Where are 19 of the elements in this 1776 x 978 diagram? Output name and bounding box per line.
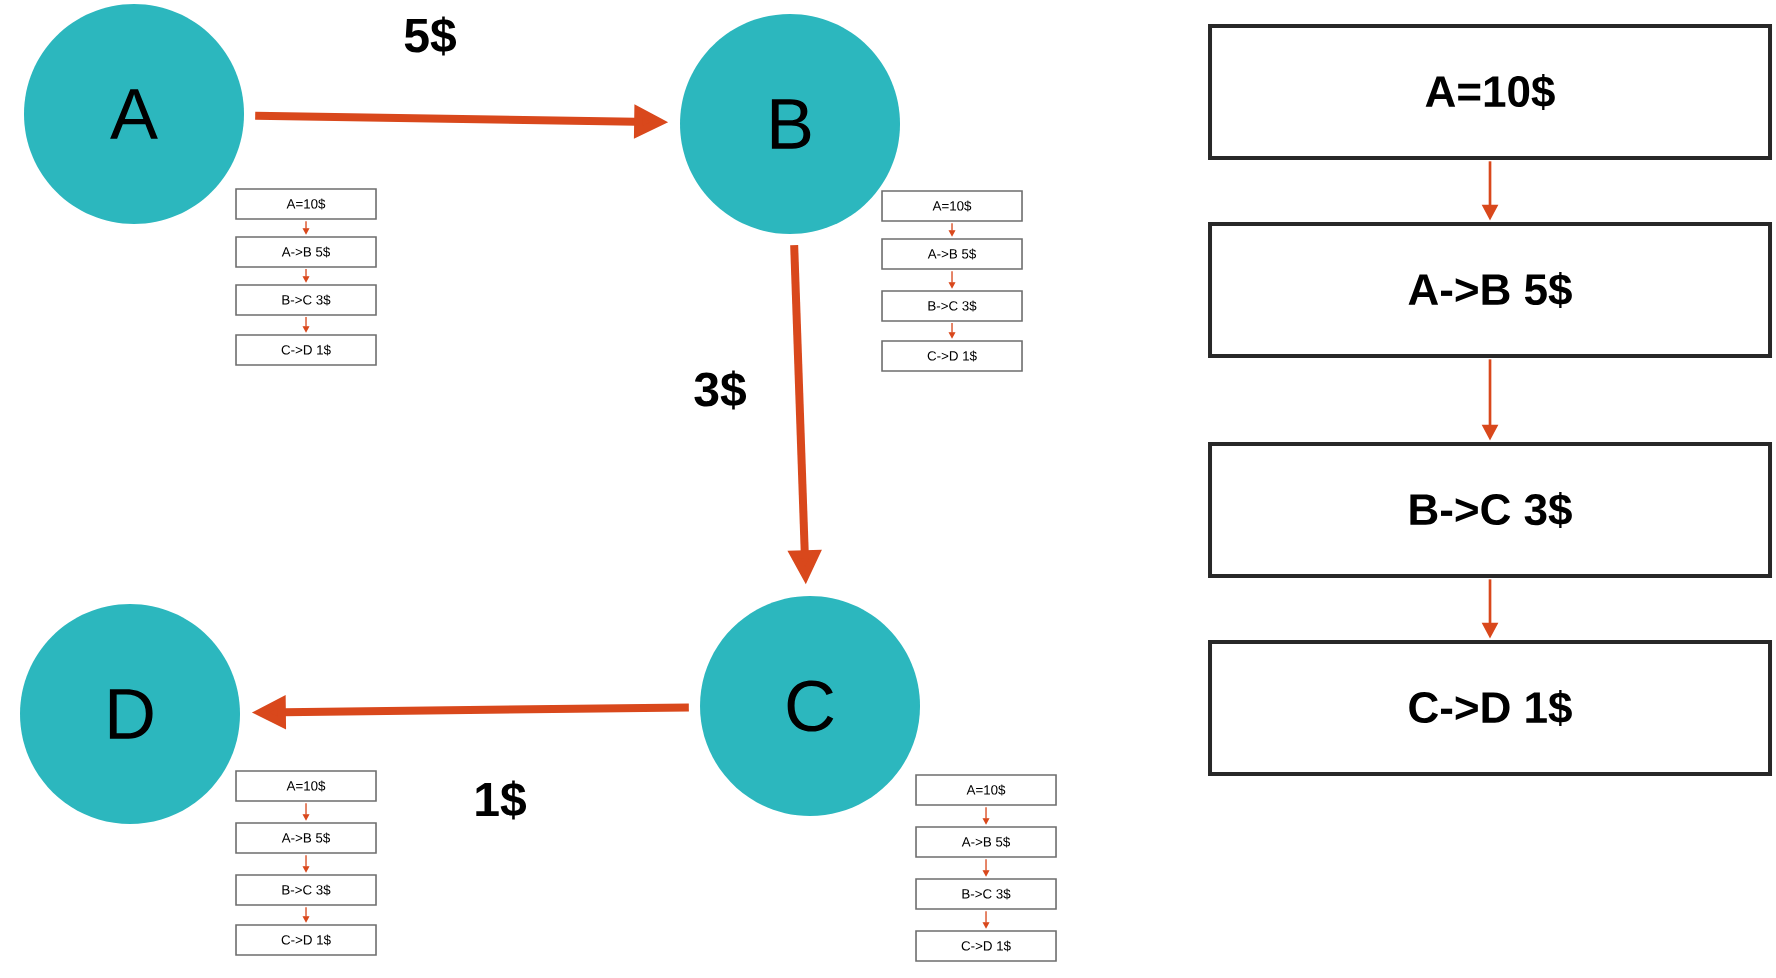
- arrow: [948, 270, 956, 289]
- arrow: [982, 910, 990, 929]
- arrow: [302, 220, 310, 235]
- arrow: [302, 268, 310, 283]
- edge-label: 3$: [690, 367, 750, 413]
- edge-label: 1$: [470, 777, 530, 823]
- arrow: [302, 316, 310, 333]
- arrow: [302, 854, 310, 873]
- arrow: [302, 802, 310, 821]
- process-box: A=10$: [1208, 24, 1772, 160]
- process-box: B->C 3$: [1208, 442, 1772, 578]
- process-box: A->B 5$: [1208, 222, 1772, 358]
- arrow: [982, 858, 990, 877]
- edge-label: 5$: [400, 13, 460, 59]
- arrow: [982, 806, 990, 825]
- arrow: [302, 906, 310, 923]
- arrow: [948, 322, 956, 339]
- arrow: [948, 222, 956, 237]
- process-box: C->D 1$: [1208, 640, 1772, 776]
